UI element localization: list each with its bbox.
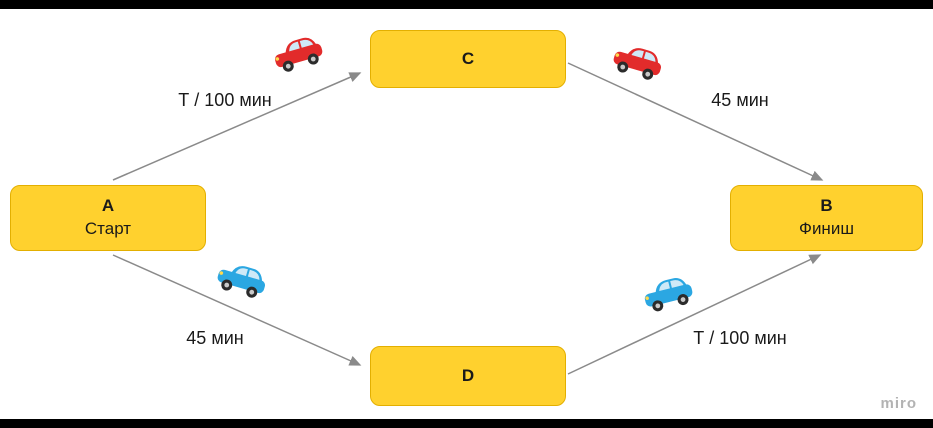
node-a-start[interactable]: A Старт xyxy=(10,185,206,251)
bottom-border-bar xyxy=(0,419,933,428)
blue-car-icon[interactable] xyxy=(212,255,271,302)
blue-car-icon[interactable] xyxy=(639,270,698,316)
node-d[interactable]: D xyxy=(370,346,566,406)
node-c[interactable]: C xyxy=(370,30,566,88)
node-a-subtitle: Старт xyxy=(84,219,132,238)
node-d-title: D xyxy=(461,365,475,385)
connector-d-to-b xyxy=(567,254,822,375)
connector-c-to-b xyxy=(567,62,824,181)
node-c-title: C xyxy=(461,48,475,68)
edge-label-a-d[interactable]: 45 мин xyxy=(186,328,244,348)
red-car-icon[interactable] xyxy=(268,29,327,76)
miro-watermark: miro xyxy=(880,395,917,412)
node-a-title: A xyxy=(101,196,115,216)
node-b-title: B xyxy=(820,196,833,216)
edge-label-a-c[interactable]: Т / 100 мин xyxy=(178,90,272,110)
red-car-icon[interactable] xyxy=(608,37,667,84)
node-b-finish[interactable]: B Финиш xyxy=(730,185,923,251)
top-border-bar xyxy=(0,0,933,9)
edge-label-d-b[interactable]: Т / 100 мин xyxy=(693,328,787,348)
edge-label-c-b[interactable]: 45 мин xyxy=(711,90,769,110)
node-b-subtitle: Финиш xyxy=(799,219,854,238)
